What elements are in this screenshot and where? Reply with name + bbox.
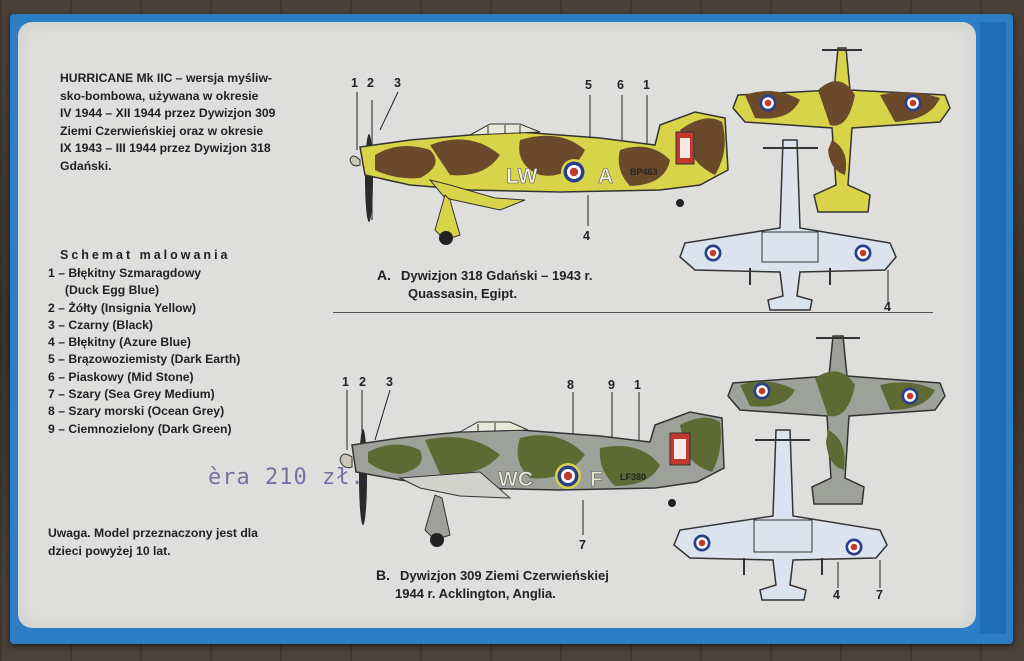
serial-number-b: LF380 [620,472,646,482]
callout-number: 1 [643,78,650,92]
scheme-b-title: Dywizjon 309 Ziemi Czerwieńskiej [400,568,609,583]
scheme-a-location: Quassasin, Egipt. [408,286,518,301]
callout-number: 5 [585,78,592,92]
legend-item: 2 – Żółty (Insignia Yellow) [48,300,197,315]
callout-number: 7 [579,538,586,552]
hurricane-a-side-view: LW A BP463 [349,91,729,245]
callout-number: 4 [583,229,590,243]
callout-number: 3 [394,76,401,90]
hurricane-a-top-view [732,47,951,213]
legend-title: Schemat malowania [60,248,231,262]
price-stamp: èra 210 zł. [208,465,365,490]
squadron-code-b-right: F [590,468,603,491]
callout-number: 7 [876,588,883,602]
legend-item: 9 – Ciemnozielony (Dark Green) [48,421,232,436]
box-side-strip [980,22,1006,634]
hurricane-b-side-view: WC F LF380 [339,389,725,547]
callout-number: 8 [567,378,574,392]
hurricane-a-underside-view [679,139,897,311]
callout-number: 6 [617,78,624,92]
scheme-b-caption: B. Dywizjon 309 Ziemi Czerwieńskiej [376,566,609,585]
legend-item: (Duck Egg Blue) [48,283,160,298]
callout-number: 1 [342,375,349,389]
squadron-code-b-left: WC [498,468,533,491]
scheme-b-location: 1944 r. Acklington, Anglia. [395,586,556,601]
callout-number: 4 [833,588,840,602]
squadron-code-a-right: A [598,165,613,188]
scheme-a-letter: A. [377,267,391,283]
callout-number: 1 [351,76,358,90]
scheme-a-title: Dywizjon 318 Gdański – 1943 r. [401,268,593,283]
legend-item: 6 – Piaskowy (Mid Stone) [48,369,194,384]
callout-number: 2 [359,375,366,389]
hurricane-b-underside-view [673,429,888,601]
scheme-a-caption: A. Dywizjon 318 Gdański – 1943 r. [377,266,592,285]
aircraft-description: HURRICANE Mk IIC – wersja myśliw- sko-bo… [60,71,276,173]
legend-item: 1 – Błękitny Szmaragdowy [48,266,202,280]
age-warning-note: Uwaga. Model przeznaczony jest dla dziec… [48,526,258,558]
legend-item: 5 – Brązowoziemisty (Dark Earth) [48,352,241,367]
serial-number-a: BP463 [630,167,658,177]
scheme-b-letter: B. [376,567,390,583]
callout-number: 1 [634,378,641,392]
callout-number: 2 [367,76,374,90]
legend-item: 4 – Błękitny (Azure Blue) [48,335,191,350]
callout-number: 3 [386,375,393,389]
callout-number: 9 [608,378,615,392]
hurricane-b-top-view [727,335,946,505]
color-legend: 1 – Błękitny Szmaragdowy (Duck Egg Blue)… [48,265,240,438]
legend-item: 7 – Szary (Sea Grey Medium) [48,387,215,402]
callout-number: 4 [884,300,891,314]
legend-item: 3 – Czarny (Black) [48,317,153,332]
scheme-divider [333,312,933,313]
squadron-code-a-left: LW [506,165,538,188]
legend-item: 8 – Szary morski (Ocean Grey) [48,404,225,419]
